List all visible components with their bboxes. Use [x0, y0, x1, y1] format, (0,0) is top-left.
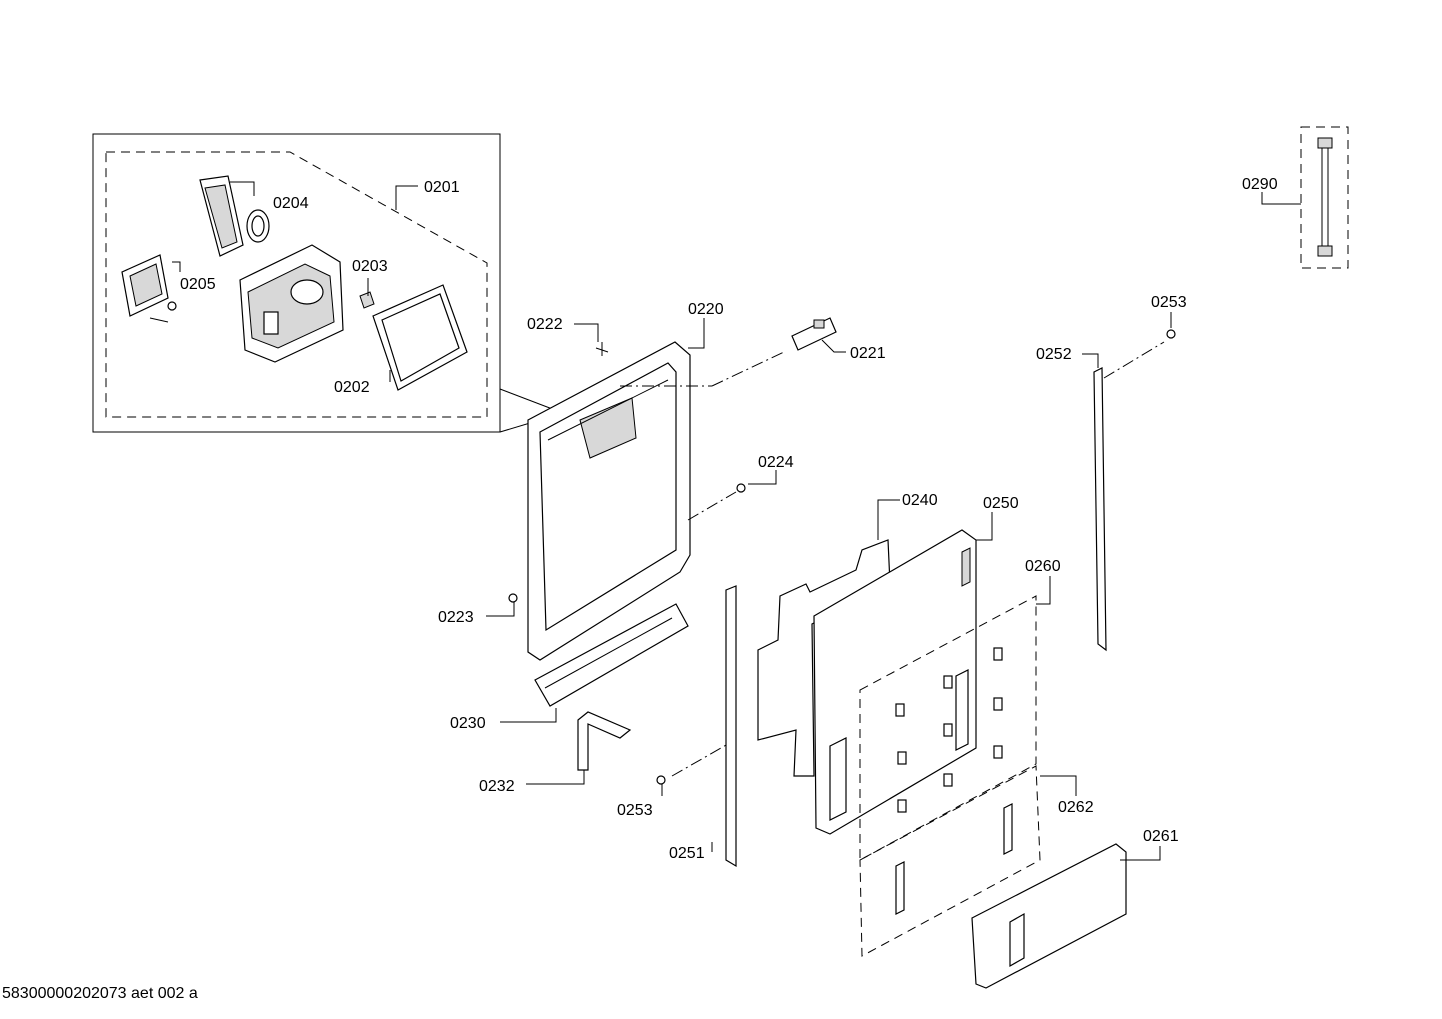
detail-inset: [92, 133, 556, 433]
part-0290-cable: [1300, 126, 1349, 269]
part-0220-door-inner: [527, 341, 691, 661]
label-0230: 0230: [450, 715, 486, 732]
label-0232: 0232: [479, 778, 515, 795]
group-0260: [859, 595, 1037, 861]
label-0252: 0252: [1036, 346, 1072, 363]
screws: [508, 329, 1176, 785]
part-0202-gasket: [372, 284, 468, 391]
part-0221-latch: [791, 317, 837, 351]
part-0203-clip: [359, 291, 375, 309]
drawing-code: 58300000202073 aet 002 a: [2, 985, 198, 1002]
part-0204-flap: [199, 175, 270, 257]
label-0250: 0250: [983, 495, 1019, 512]
label-0251: 0251: [669, 845, 705, 862]
label-0261: 0261: [1143, 828, 1179, 845]
label-0203: 0203: [352, 258, 388, 275]
label-0262: 0262: [1058, 799, 1094, 816]
label-0204: 0204: [273, 195, 309, 212]
group-0262: [859, 765, 1041, 957]
label-0253-lower: 0253: [617, 802, 653, 819]
part-0205-cap: [121, 254, 177, 323]
part-0230-bottom-rail: [534, 603, 689, 707]
label-0202: 0202: [334, 379, 370, 396]
label-0260: 0260: [1025, 558, 1061, 575]
part-labels: 0201 0204 0205 0203 0202 0222 0220 0221 …: [180, 176, 1278, 862]
label-0221: 0221: [850, 345, 886, 362]
label-0223: 0223: [438, 609, 474, 626]
leader-lines: [172, 181, 1301, 861]
part-0261-back-plate: [971, 843, 1127, 989]
part-0232-bracket: [577, 711, 632, 771]
label-0290: 0290: [1242, 176, 1278, 193]
label-0224: 0224: [758, 454, 794, 471]
part-0251-strip: [725, 585, 737, 868]
part-0250-panel: [813, 529, 977, 835]
label-0201: 0201: [424, 179, 460, 196]
label-0253-upper: 0253: [1151, 294, 1187, 311]
part-dispenser-body: [239, 244, 344, 363]
label-0222: 0222: [527, 316, 563, 333]
part-0252-strip: [1093, 367, 1107, 652]
label-0240: 0240: [902, 492, 938, 509]
label-0205: 0205: [180, 276, 216, 293]
label-0220: 0220: [688, 301, 724, 318]
